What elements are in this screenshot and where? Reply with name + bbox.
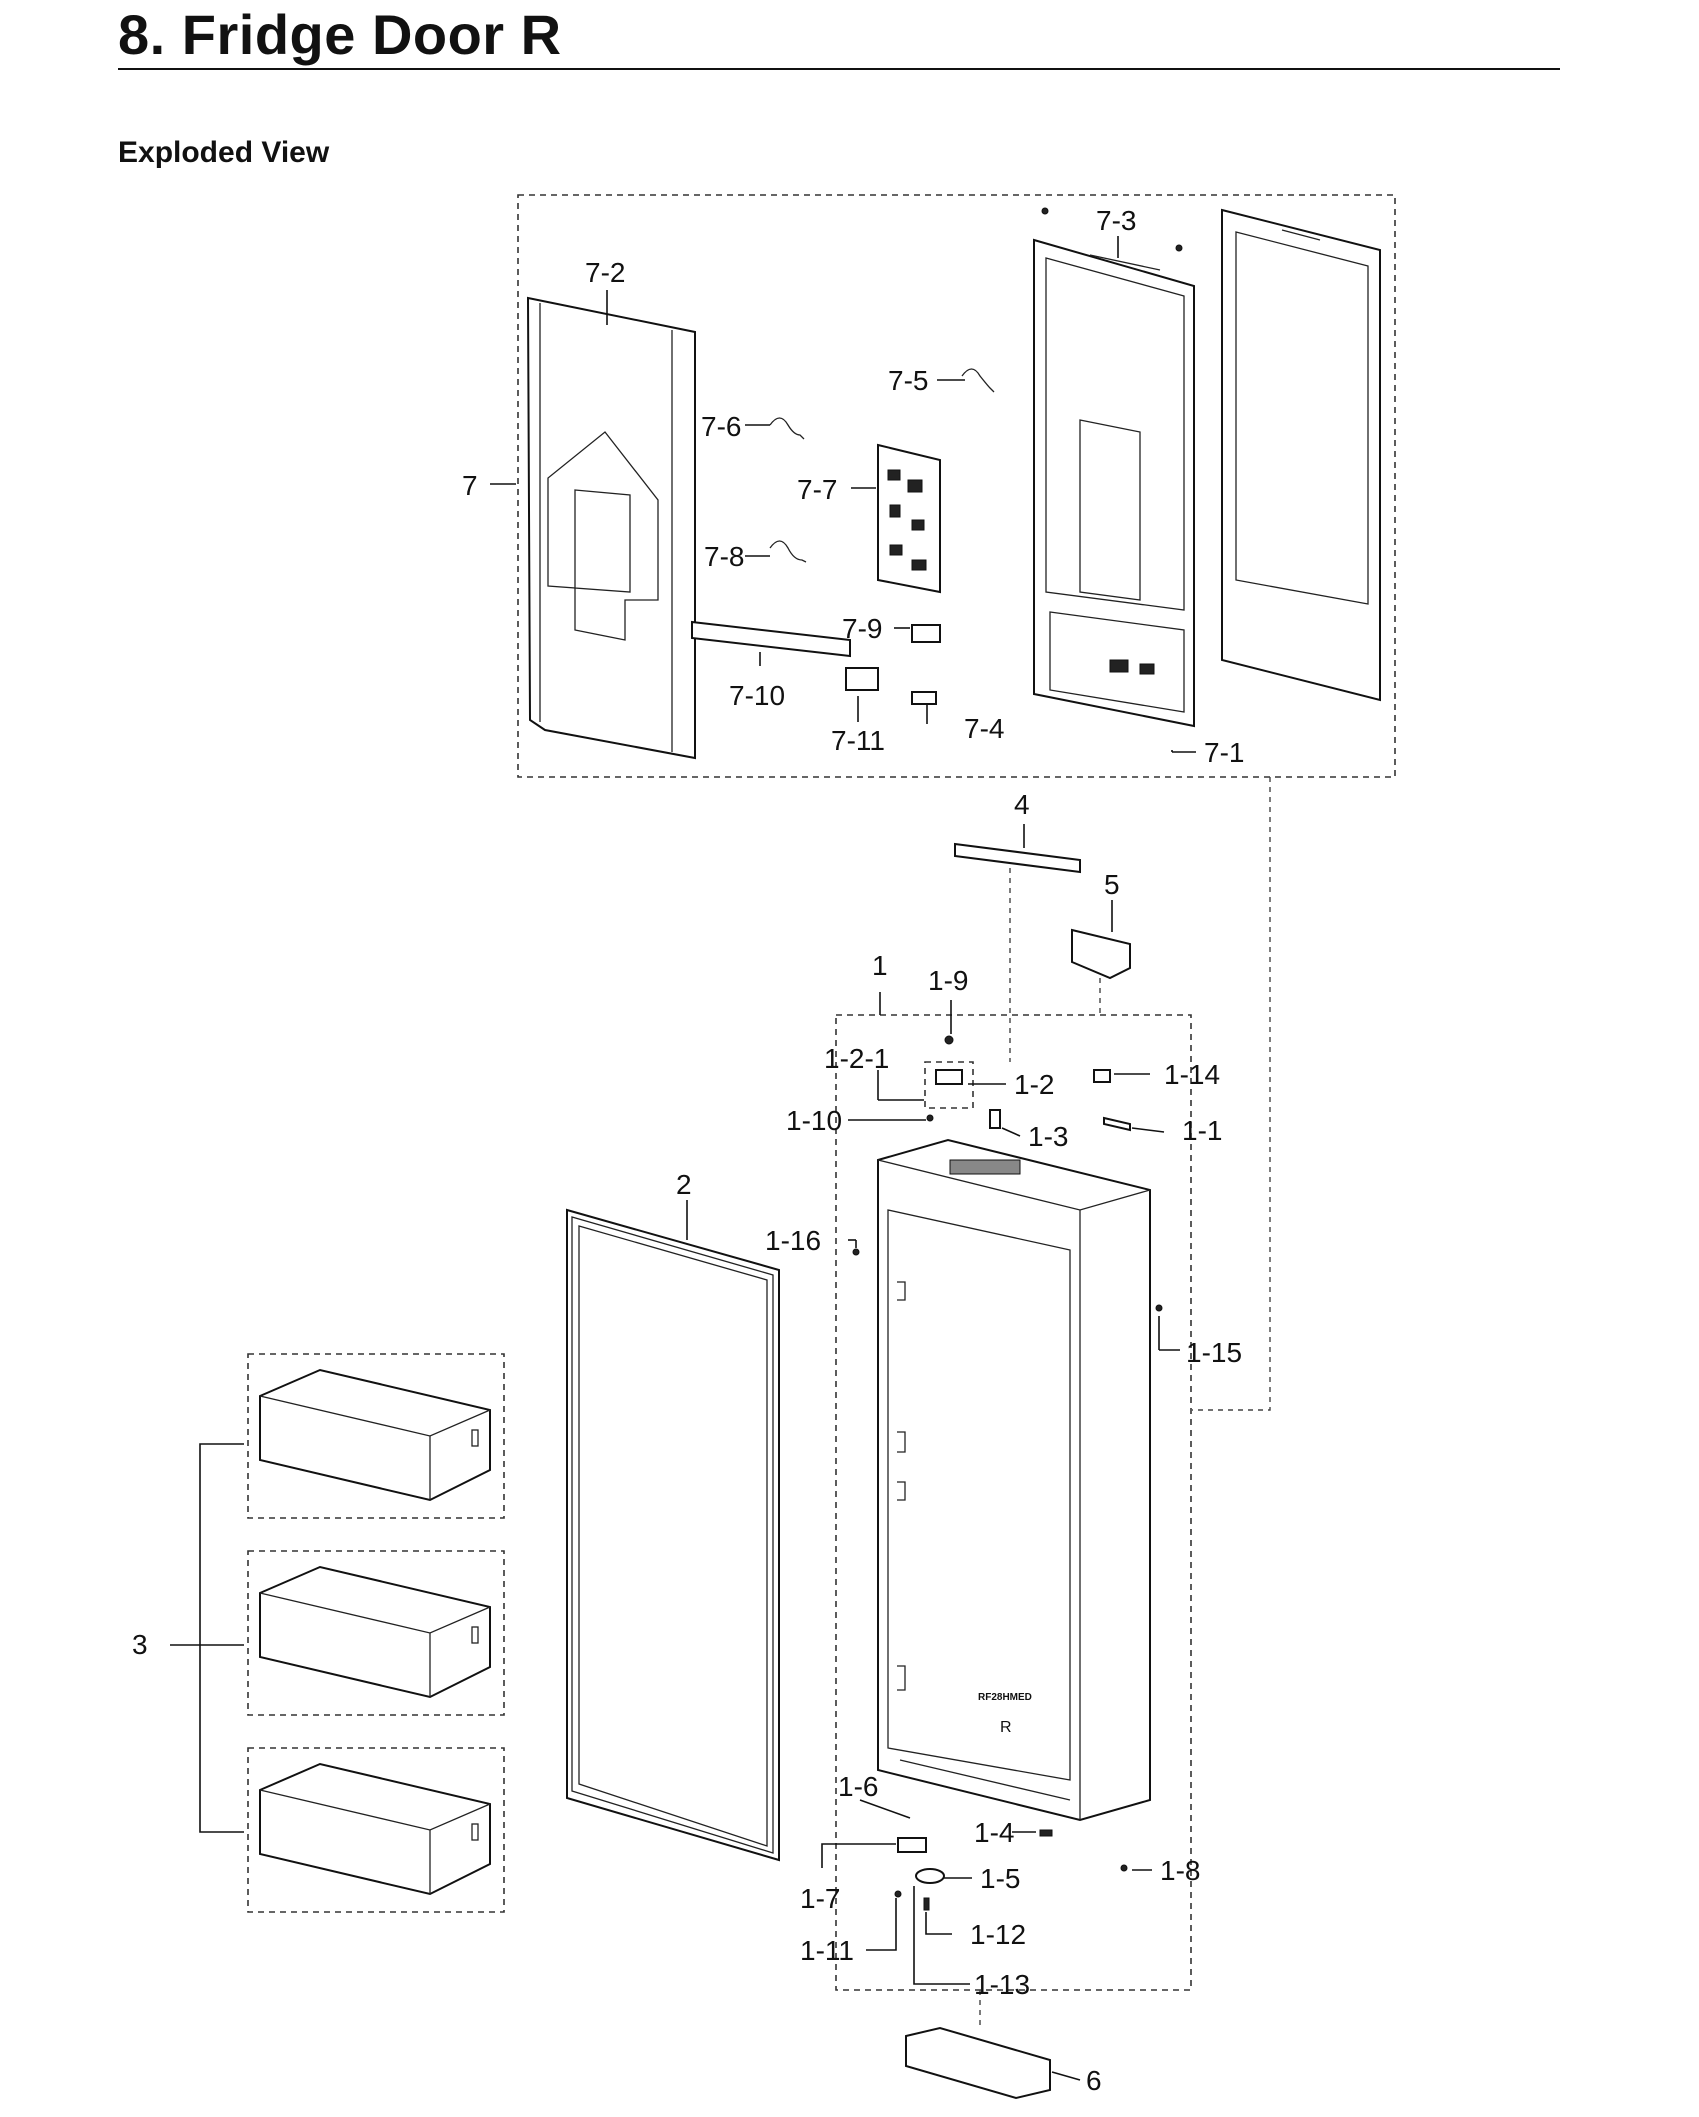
callout-1-4: 1-4 [974,1817,1014,1848]
callout-5: 5 [1104,869,1120,900]
callout-1: 1 [872,950,888,981]
door-top-cap [954,842,1081,874]
door-bin-3 [259,1762,491,1896]
callout-1-15: 1-15 [1186,1337,1242,1368]
callout-1-11: 1-11 [800,1935,854,1966]
right-screw [1155,1304,1163,1312]
hinge-stopper [1103,1116,1131,1132]
hinge-cover [1071,928,1131,980]
cover-to-door-leader [1192,777,1271,1411]
callout-1-9: 1-9 [928,965,968,996]
door-model-text: RF28HMED [978,1692,1032,1703]
door-gasket [566,1208,780,1862]
door-bottom-cap [905,2026,1051,2100]
page-title: 8. Fridge Door R [118,3,562,66]
callout-1-6: 1-6 [838,1771,878,1802]
callout-7-9: 7-9 [842,613,882,644]
callout-1-2: 1-2 [1014,1069,1054,1100]
callout-1-10: 1-10 [786,1105,842,1136]
callout-2: 2 [676,1169,692,1200]
bottom-pin [923,1897,930,1911]
callout-7-10: 7-10 [729,680,785,711]
callout-7-2: 7-2 [585,257,625,288]
wire-harness-c [961,368,995,393]
hinge-pin [926,1114,934,1122]
callout-1-8: 1-8 [1160,1855,1200,1886]
door-bin-2 [259,1565,491,1699]
callout-7: 7 [462,470,478,501]
door-cover-panel [526,296,696,760]
stop-block [1093,1069,1111,1083]
small-bracket-a [911,624,941,643]
callout-6: 6 [1086,2065,1102,2096]
callout-7-5: 7-5 [888,365,928,396]
small-cover-b [845,667,879,691]
callout-7-4: 7-4 [964,713,1004,744]
callout-4: 4 [1014,789,1030,820]
section-subtitle: Exploded View [118,136,330,169]
callout-3: 3 [132,1629,148,1660]
callout-7-8: 7-8 [704,541,744,572]
wire-harness-a [769,417,805,440]
callout-1-12: 1-12 [970,1919,1026,1950]
small-lever [989,1109,1001,1129]
trim-strip [691,620,851,658]
callout-1-16: 1-16 [765,1225,821,1256]
small-clip-c [911,691,937,705]
lower-stopper [1039,1829,1053,1837]
door-assembly-group-box [835,1014,1192,1991]
bottom-screw [894,1890,902,1898]
callout-1-3: 1-3 [1028,1121,1068,1152]
front-glass-panel [1221,208,1381,702]
callout-1-13: 1-13 [974,1969,1030,2000]
cover-assembly-group-box [517,194,1396,778]
left-screw [852,1248,860,1256]
control-pcb [877,443,941,594]
hinge-bushing [915,1868,945,1884]
title-underline [118,68,1560,70]
callout-1-1: 1-1 [1182,1115,1222,1146]
callout-1-2-1: 1-2-1 [824,1043,889,1074]
wire-harness-b [769,540,807,563]
door-bin-1 [259,1368,491,1502]
callout-7-3: 7-3 [1096,205,1136,236]
side-screw [1120,1864,1128,1872]
callout-1-7: 1-7 [800,1883,840,1914]
callout-7-7: 7-7 [797,474,837,505]
callout-7-11: 7-11 [831,725,885,756]
callout-7-1: 7-1 [1204,737,1244,768]
hinge-screw [944,1035,954,1045]
leader-lines [170,236,1196,2081]
inner-frame [1033,207,1195,728]
bottom-hinge-bracket [897,1837,927,1853]
top-hinge-group-box [924,1061,974,1109]
door-liner-assembly: RF28HMED R [877,1138,1151,1822]
top-hinge [935,1069,963,1085]
callout-1-14: 1-14 [1164,1059,1220,1090]
door-side-letter: R [1000,1719,1012,1736]
callout-7-6: 7-6 [701,411,741,442]
callout-1-5: 1-5 [980,1863,1020,1894]
